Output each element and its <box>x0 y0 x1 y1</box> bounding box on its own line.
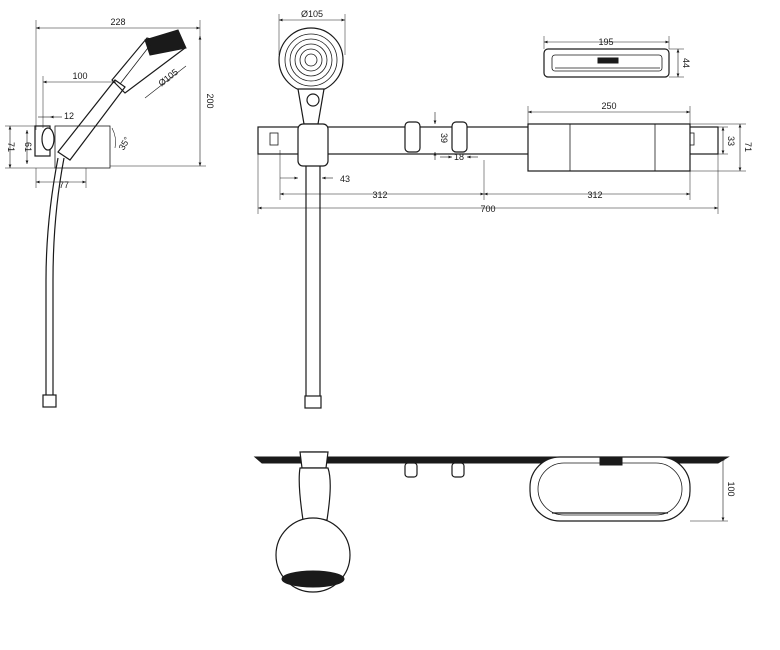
shower-handle <box>57 79 126 161</box>
shower-holder <box>297 123 329 167</box>
hose-connector <box>42 394 57 408</box>
dim-label-12: 12 <box>64 111 74 121</box>
hose-line-outer <box>45 157 59 395</box>
shelf-body <box>527 123 691 172</box>
dim-label-312-right: 312 <box>587 190 602 200</box>
dim-label-dia105-side: Ø105 <box>156 67 180 88</box>
dim-label-61: 61 <box>23 142 33 152</box>
head-edge <box>119 43 152 85</box>
head-top-face <box>281 570 345 588</box>
spray-ring-3 <box>294 43 328 77</box>
dim-label-33: 33 <box>726 136 736 146</box>
hook-top-right <box>451 462 465 478</box>
spray-ring-5 <box>304 53 318 67</box>
dim-label-100-top: 100 <box>726 481 736 496</box>
holder-top-bracket <box>299 451 329 469</box>
hose-line-inner <box>52 157 65 395</box>
shelf-top-view <box>529 456 691 522</box>
shower-head-face <box>144 29 187 56</box>
dim-label-71-side: 71 <box>6 142 16 152</box>
dim-label-312-left: 312 <box>372 190 387 200</box>
dim-label-35: 35° <box>117 135 133 152</box>
side-view: 228 100 Ø105 200 12 35° 71 61 77 <box>5 17 215 408</box>
dim-label-39: 39 <box>439 133 449 143</box>
dim-label-77: 77 <box>59 180 69 190</box>
spray-ring-4 <box>299 48 323 72</box>
dim-label-100: 100 <box>72 71 87 81</box>
dim-label-228: 228 <box>110 17 125 27</box>
handle-top-view <box>298 467 331 521</box>
dim-label-700: 700 <box>480 204 495 214</box>
hose-connector-front <box>304 395 322 409</box>
shower-head-front <box>278 27 344 93</box>
dim-label-dia105-front: Ø105 <box>301 9 323 19</box>
handle-button <box>306 93 320 107</box>
front-view: Ø105 43 39 18 312 312 700 250 <box>257 9 753 409</box>
dim-label-43: 43 <box>340 174 350 184</box>
dim-label-71-front: 71 <box>743 142 753 152</box>
dim-label-250: 250 <box>601 101 616 111</box>
dim-label-200: 200 <box>205 93 215 108</box>
dim-label-195: 195 <box>598 37 613 47</box>
hook-left <box>404 121 421 153</box>
dim-line-dia105 <box>144 65 187 99</box>
dim-label-44: 44 <box>681 58 691 68</box>
shelf-detail-logo <box>597 57 619 64</box>
dim-arc-35 <box>111 127 116 149</box>
bracket-base <box>54 125 111 169</box>
shelf-detail: 195 44 <box>543 36 691 78</box>
shelf-detail-inner <box>551 54 663 72</box>
dim-label-18: 18 <box>454 152 464 162</box>
spray-ring-1 <box>284 33 338 87</box>
bracket-ring <box>41 127 55 151</box>
rail-end-cap-left <box>269 132 279 146</box>
hook-top-left <box>404 462 418 478</box>
hook-right <box>451 121 468 153</box>
top-view: 100 <box>253 451 736 593</box>
shelf-top-logo <box>599 457 623 466</box>
spray-ring-2 <box>289 38 333 82</box>
